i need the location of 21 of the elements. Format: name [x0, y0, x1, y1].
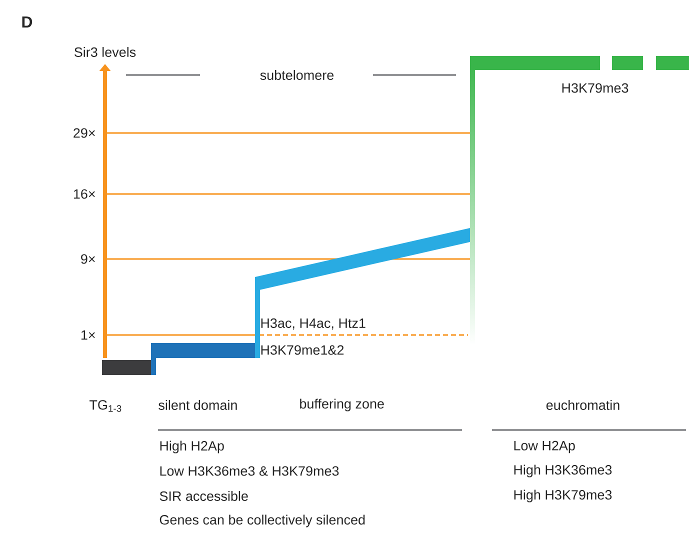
panel-letter: D [22, 16, 32, 28]
feature-text: SIR accessible [160, 491, 248, 501]
region-label: TG$_{1-3}$ [90, 400, 122, 412]
tick-label: 1× [81, 330, 95, 340]
feature-text: High H3K79me3 [514, 490, 612, 502]
region-label: buffering zone [300, 398, 384, 412]
tick-label: 9× [81, 254, 95, 264]
region-label: silent domain [158, 400, 237, 410]
feature-text: Low H3K36me3 & H3K79me3 [160, 466, 339, 476]
mark-label: H3K79me3 [562, 83, 628, 93]
feature-text: Genes can be collectively silenced [160, 514, 365, 528]
mark-label: H3ac, H4ac, Htz1 [261, 318, 366, 330]
feature-text: Low H2Ap [514, 440, 575, 454]
region-label: euchromatin [546, 400, 620, 410]
feature-text: High H2Ap [160, 440, 224, 454]
feature-text: High H3K36me3 [514, 464, 612, 478]
mark-label: H3K79me1&2 [261, 345, 344, 355]
tick-label: 16× [74, 189, 95, 199]
axis-label: Sir3 levels [74, 47, 136, 57]
region-label: subtelomere [260, 70, 334, 80]
tick-label: 29× [74, 128, 95, 138]
